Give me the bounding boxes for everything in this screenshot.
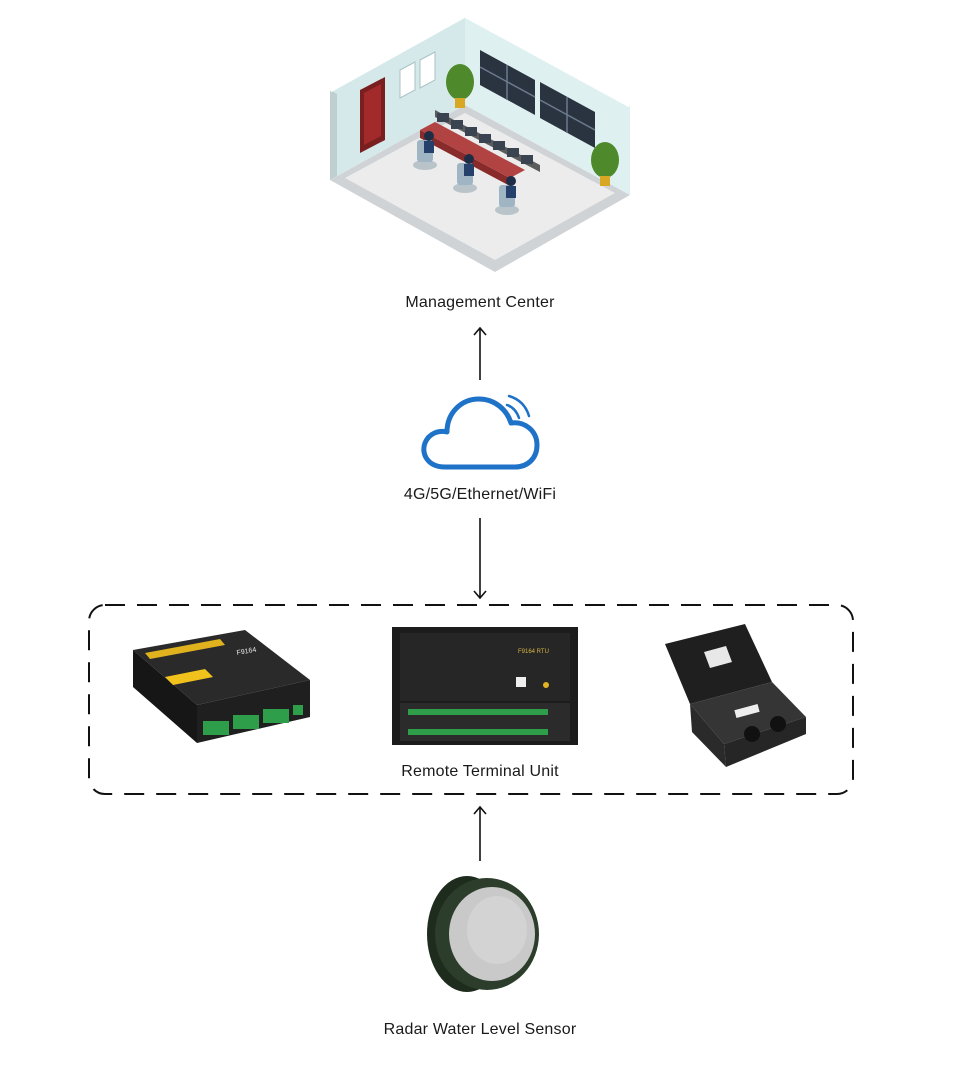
cloud-icon bbox=[421, 394, 540, 470]
arrow-to-management-center bbox=[473, 326, 487, 380]
rtu-device-center: F9164 RTU bbox=[392, 627, 578, 745]
rtu-device-left-text: F9164 bbox=[236, 647, 257, 657]
rtu-device-center-text: F9164 RTU bbox=[518, 649, 549, 655]
rtu-device-right bbox=[665, 624, 806, 767]
arrow-to-rtu-from-sensor bbox=[473, 805, 487, 861]
management-center-illustration bbox=[328, 12, 632, 272]
management-center-label: Management Center bbox=[405, 294, 555, 311]
radar-sensor-image bbox=[427, 876, 539, 992]
radar-sensor-label: Radar Water Level Sensor bbox=[383, 1021, 577, 1038]
arrow-to-rtu bbox=[473, 518, 487, 600]
network-label: 4G/5G/Ethernet/WiFi bbox=[403, 486, 557, 503]
rtu-device-left: F9164 bbox=[133, 630, 310, 743]
rtu-label: Remote Terminal Unit bbox=[401, 763, 559, 780]
rtu-group-dashed-box bbox=[88, 604, 854, 795]
